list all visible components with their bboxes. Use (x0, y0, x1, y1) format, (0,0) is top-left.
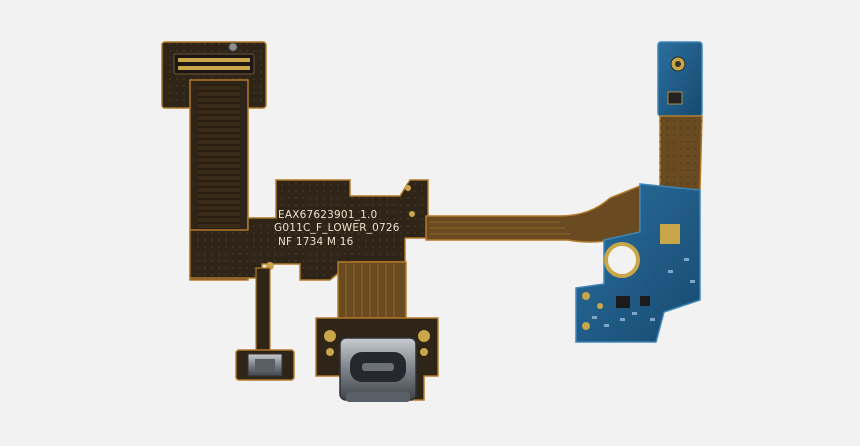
board-to-board-connector (173, 53, 255, 75)
silkscreen-line-2: G011C_F_LOWER_0726 (274, 222, 400, 234)
ribbon-to-right-board (425, 184, 641, 243)
center-down-flex (337, 261, 407, 329)
right-sensor-strip (657, 41, 703, 207)
silkscreen-line-1: EAX67623901_1.0 (278, 209, 377, 221)
small-switch-component (235, 349, 295, 381)
left-thin-flex (235, 267, 295, 381)
usb-c-port (339, 337, 417, 402)
usb-c-board (315, 317, 439, 402)
right-blue-board (575, 183, 701, 343)
silkscreen-line-3: NF 1734 M 16 (278, 236, 354, 248)
main-flex-board: EAX67623901_1.0 G011C_F_LOWER_0726 NF 17… (189, 179, 429, 281)
